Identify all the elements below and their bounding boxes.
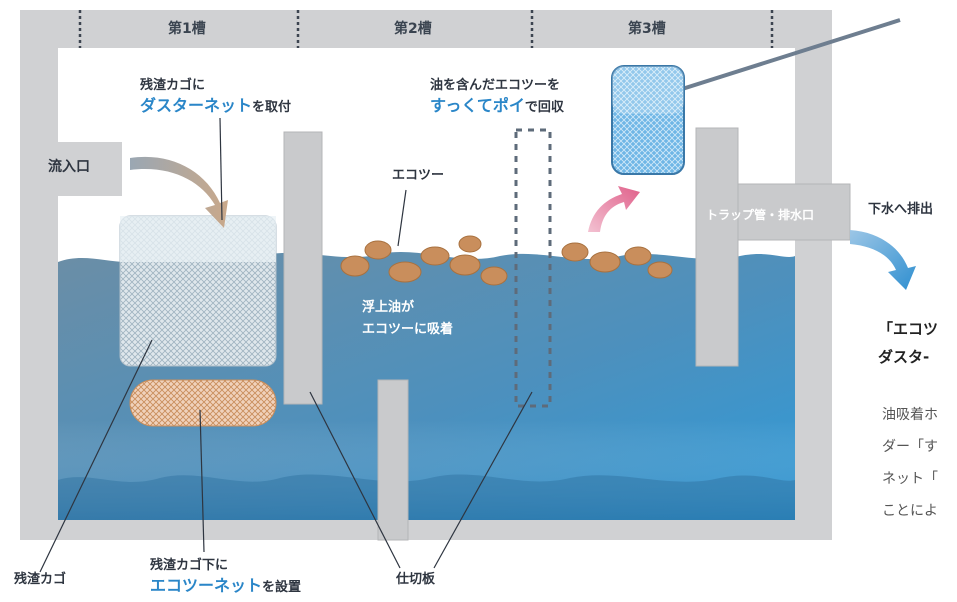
scoop-net: [611, 18, 901, 175]
side-title-line-1: 「エコツ: [878, 320, 939, 338]
side-body-line-4: ことによ: [882, 503, 938, 519]
leader-lines: [39, 117, 533, 573]
floating-oil-label-2: エコツーに吸着: [362, 322, 454, 337]
inlet-label: 流入口: [48, 159, 90, 175]
scoop-callout-line: すっくてポイで回収: [430, 92, 564, 116]
scoop-callout-post: で回収: [524, 100, 564, 115]
side-body-line-2: ダー「す: [882, 439, 938, 455]
ecotsu-pellets: [340, 235, 673, 286]
side-body-line-3: ネット「: [882, 471, 938, 487]
tank-1-header: 第1槽: [168, 21, 206, 37]
ecotsu-net-label: エコツーネット: [150, 576, 263, 595]
sewer-out-label: 下水へ排出: [868, 202, 934, 217]
scoop-path: [514, 128, 552, 408]
scoop-callout-pre: 油を含んだエコツーを: [430, 78, 561, 93]
inflow-arrow: [130, 156, 228, 228]
under-basket-callout-pre: 残渣カゴ下に: [150, 558, 229, 573]
outflow-arrow: [850, 230, 916, 290]
basket-callout-post: を取付: [252, 100, 292, 115]
under-basket-callout-post: を設置: [262, 580, 302, 595]
partitions: [283, 131, 409, 541]
tank-2-header: 第2槽: [394, 21, 432, 37]
header-dividers: [78, 10, 774, 48]
residue-basket-shape: [119, 215, 277, 427]
duster-net-label: ダスターネット: [140, 96, 253, 115]
tank-3-header: 第3槽: [628, 21, 666, 37]
floating-oil-label-1: 浮上油が: [362, 300, 415, 315]
under-basket-callout-line: エコツーネットを設置: [150, 572, 301, 596]
basket-callout-pre: 残渣カゴに: [140, 78, 206, 93]
tank-wall: [20, 10, 832, 540]
side-body-line-1: 油吸着ホ: [882, 407, 938, 423]
residue-basket-label: 残渣カゴ: [14, 572, 67, 587]
lift-arrow: [588, 186, 640, 232]
trap-pipe: [695, 127, 851, 367]
partition-label: 仕切板: [396, 572, 436, 587]
scoop-action-label: すっくてポイ: [430, 96, 525, 115]
side-title-line-2: ダスタ-: [878, 348, 930, 366]
basket-callout-line: ダスターネットを取付: [140, 92, 291, 116]
ecotsu-label: エコツー: [392, 168, 445, 183]
trap-pipe-label: トラップ管・排水口: [706, 208, 815, 222]
